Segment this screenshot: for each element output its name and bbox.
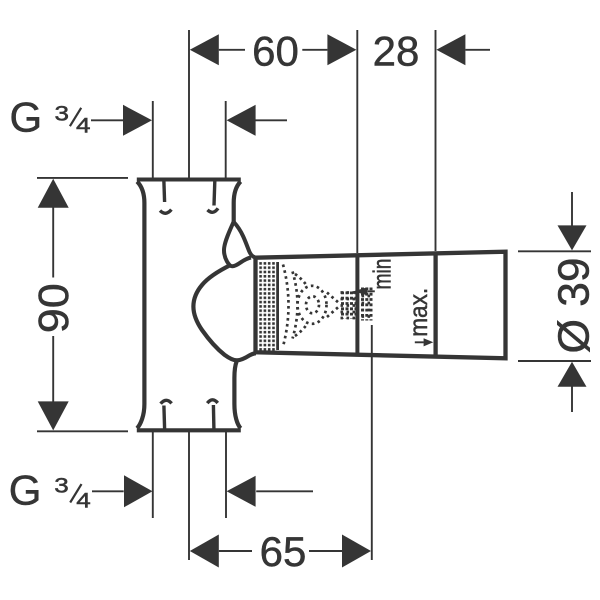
svg-text:90: 90 (30, 283, 78, 333)
svg-text:max.: max. (405, 288, 433, 337)
svg-text:4: 4 (76, 114, 91, 138)
svg-text:4: 4 (76, 489, 91, 513)
svg-text:G: G (10, 93, 43, 140)
svg-text:65: 65 (260, 528, 307, 575)
svg-text:3: 3 (54, 474, 69, 498)
svg-text:28: 28 (373, 28, 420, 75)
svg-text:G: G (9, 467, 42, 514)
svg-text:Ø 39: Ø 39 (551, 258, 599, 354)
svg-text:3: 3 (55, 102, 70, 126)
svg-text:60: 60 (252, 28, 299, 75)
svg-text:min: min (368, 259, 396, 290)
